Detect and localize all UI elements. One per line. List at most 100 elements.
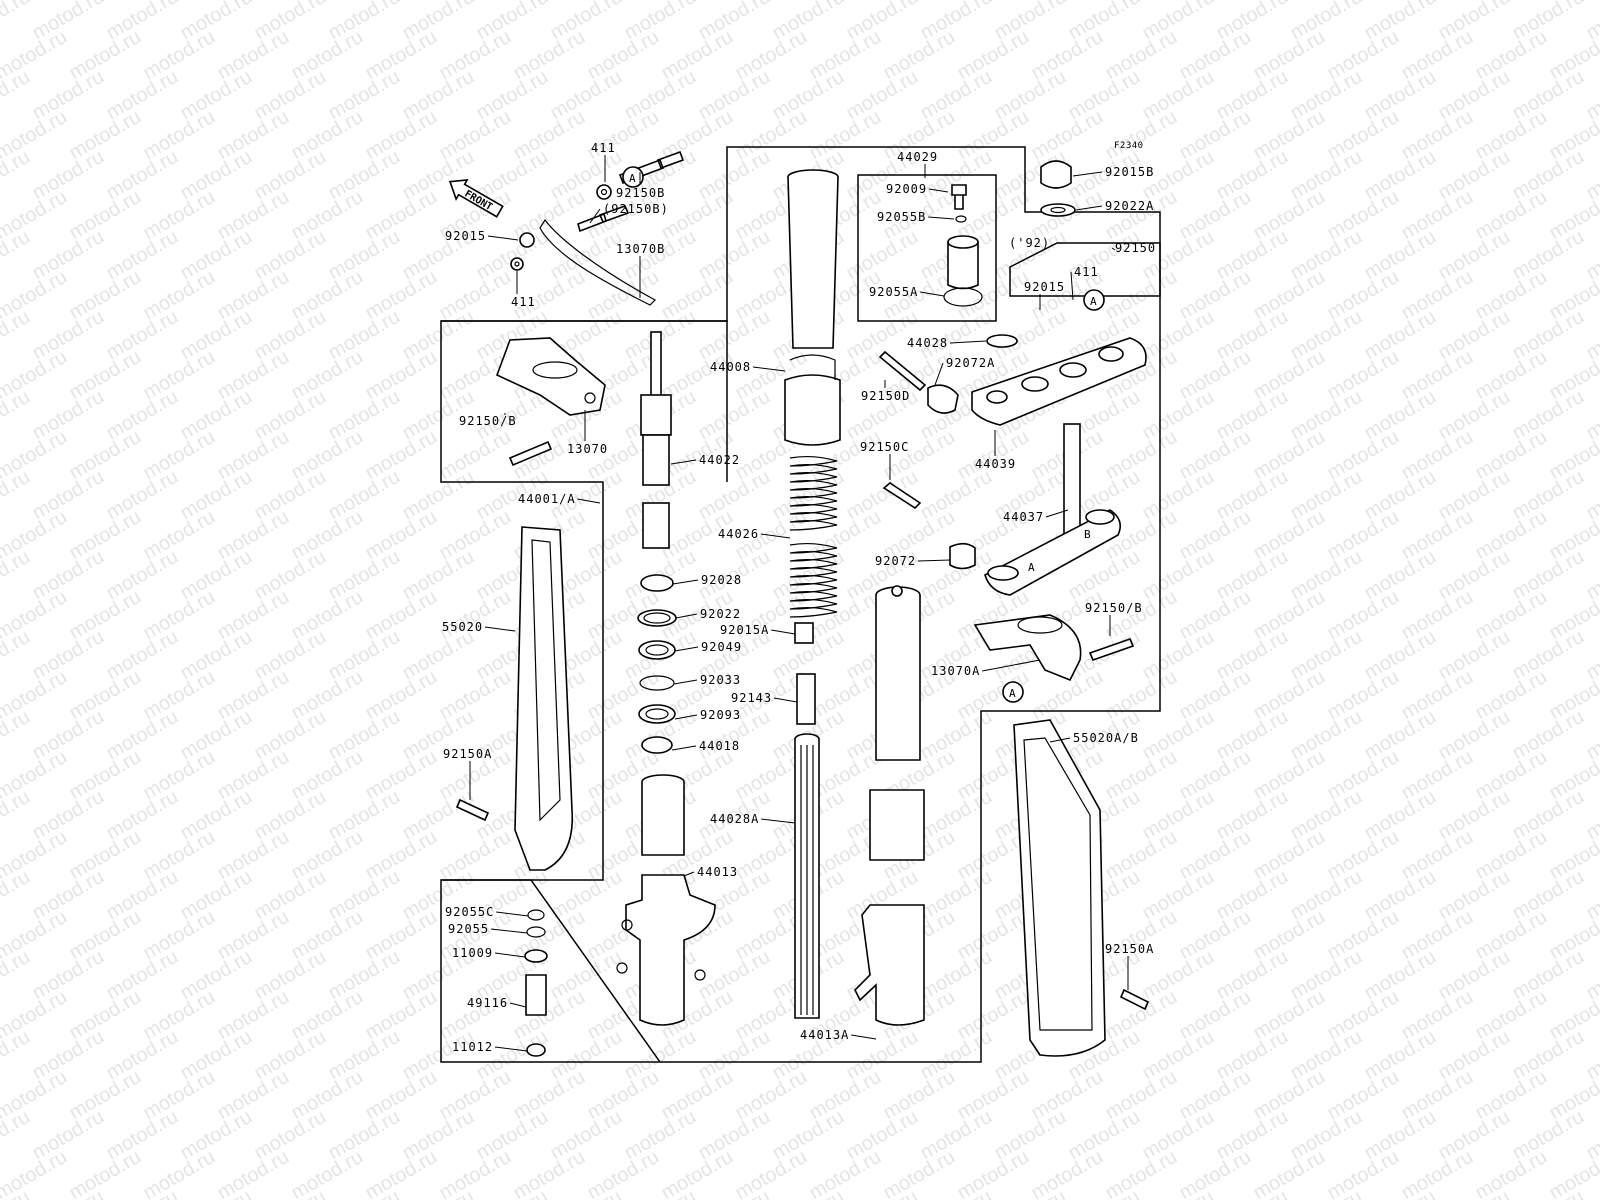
- watermark-text: motod.ru: [1361, 626, 1440, 685]
- watermark-text: motod.ru: [251, 706, 330, 765]
- watermark-text: motod.ru: [436, 986, 515, 1045]
- watermark-text: motod.ru: [510, 1066, 589, 1125]
- part-number-label: 92015B: [1105, 165, 1154, 179]
- watermark-text: motod.ru: [1213, 466, 1292, 525]
- watermark-text: motod.ru: [251, 146, 330, 205]
- part-labels: 41192150B(92150B)9201513070B411440299200…: [442, 141, 1156, 1054]
- watermark-text: motod.ru: [1176, 1066, 1255, 1125]
- watermark-text: motod.ru: [29, 1026, 108, 1085]
- year-variant-box: [1009, 242, 1161, 297]
- watermark-text: motod.ru: [251, 306, 330, 365]
- watermark-text: motod.ru: [917, 66, 996, 125]
- watermark-text: motod.ru: [1176, 1146, 1255, 1200]
- watermark-text: motod.ru: [214, 906, 293, 965]
- watermark-text: motod.ru: [1287, 626, 1366, 685]
- part-number-label: 49116: [467, 996, 508, 1010]
- watermark-text: motod.ru: [1250, 426, 1329, 485]
- watermark-text: motod.ru: [547, 1106, 626, 1165]
- watermark-text: motod.ru: [436, 506, 515, 565]
- watermark-text: motod.ru: [1509, 626, 1588, 685]
- watermark-text: motod.ru: [1361, 786, 1440, 845]
- watermark-text: motod.ru: [288, 746, 367, 805]
- part-number-label: 92150A: [1105, 942, 1154, 956]
- watermark-text: motod.ru: [325, 66, 404, 125]
- watermark-text: motod.ru: [1472, 26, 1551, 85]
- watermark-text: motod.ru: [1509, 546, 1588, 605]
- watermark-text: motod.ru: [1028, 1066, 1107, 1125]
- collar: [796, 673, 816, 725]
- part-number-label: 44018: [699, 739, 740, 753]
- watermark-text: motod.ru: [954, 26, 1033, 85]
- watermark-text: motod.ru: [1472, 986, 1551, 1045]
- watermark-text: motod.ru: [1324, 266, 1403, 325]
- watermark-text: motod.ru: [1398, 826, 1477, 885]
- watermark-text: motod.ru: [1250, 106, 1329, 165]
- watermark-text: motod.ru: [1361, 226, 1440, 285]
- watermark-text: motod.ru: [1435, 146, 1514, 205]
- watermark-text: motod.ru: [103, 546, 182, 605]
- watermark-text: motod.ru: [1361, 946, 1440, 1005]
- part-number-label: 92150D: [861, 389, 910, 403]
- watermark-text: motod.ru: [1213, 546, 1292, 605]
- svg-text:A: A: [629, 172, 637, 185]
- watermark-text: motod.ru: [29, 66, 108, 125]
- inner-tube-axle: [854, 585, 925, 1026]
- watermark-text: motod.ru: [66, 826, 145, 885]
- watermark-text: motod.ru: [1509, 946, 1588, 1005]
- watermark-text: motod.ru: [954, 906, 1033, 965]
- watermark-text: motod.ru: [362, 106, 441, 165]
- watermark-text: motod.ru: [362, 586, 441, 645]
- leader-line: [675, 613, 698, 619]
- watermark-text: motod.ru: [1509, 386, 1588, 445]
- watermark-text: motod.ru: [1250, 586, 1329, 645]
- watermark-text: motod.ru: [436, 1146, 515, 1200]
- fork-guard-left: [514, 526, 574, 871]
- watermark-text: motod.ru: [325, 1026, 404, 1085]
- watermark-text: motod.ru: [1398, 1146, 1477, 1200]
- watermark-text: motod.ru: [399, 466, 478, 525]
- watermark-text: motod.ru: [436, 426, 515, 485]
- leader-line: [487, 235, 519, 241]
- watermark-text: motod.ru: [1509, 66, 1588, 125]
- watermark-text: motod.ru: [1472, 346, 1551, 405]
- leader-line: [683, 871, 695, 877]
- watermark-text: motod.ru: [251, 1026, 330, 1085]
- watermark-text: motod.ru: [103, 466, 182, 525]
- watermark-text: motod.ru: [1176, 906, 1255, 965]
- part-number-label: 55020A/B: [1073, 731, 1139, 745]
- watermark-text: motod.ru: [1176, 586, 1255, 645]
- leader-line: [577, 498, 601, 504]
- watermark-text: motod.ru: [29, 226, 108, 285]
- watermark-text: motod.ru: [1287, 1106, 1366, 1165]
- watermark-text: motod.ru: [140, 346, 219, 405]
- part-number-label: 92143: [731, 691, 772, 705]
- leader-line: [484, 626, 516, 632]
- watermark-text: motod.ru: [325, 706, 404, 765]
- part-number-label: 55020: [442, 620, 483, 634]
- watermark-text: motod.ru: [806, 106, 885, 165]
- watermark-text: motod.ru: [1028, 106, 1107, 165]
- watermark-text: motod.ru: [1213, 146, 1292, 205]
- watermark-text: motod.ru: [1435, 66, 1514, 125]
- watermark-text: motod.ru: [917, 1026, 996, 1085]
- year-note: ('92): [1009, 236, 1050, 250]
- fork-guard-clamp: [495, 337, 606, 416]
- watermark-text: motod.ru: [1398, 1066, 1477, 1125]
- leader-line: [1075, 205, 1103, 211]
- watermark-text: motod.ru: [325, 466, 404, 525]
- watermark-text: motod.ru: [1139, 546, 1218, 605]
- watermark-text: motod.ru: [436, 586, 515, 645]
- watermark-text: motod.ru: [473, 1106, 552, 1165]
- watermark-text: motod.ru: [1213, 306, 1292, 365]
- watermark-text: motod.ru: [1102, 266, 1181, 325]
- watermark-text: motod.ru: [1139, 66, 1218, 125]
- leader-line: [673, 679, 698, 685]
- watermark-text: motod.ru: [66, 746, 145, 805]
- part-number-label: 411: [591, 141, 616, 155]
- part-number-label: (92150B): [603, 202, 669, 216]
- watermark-text: motod.ru: [177, 946, 256, 1005]
- watermark-text: motod.ru: [658, 1146, 737, 1200]
- watermark-text: motod.ru: [103, 226, 182, 285]
- part-number-label: 92150: [1115, 241, 1156, 255]
- lower-triple-clamp: [984, 423, 1121, 596]
